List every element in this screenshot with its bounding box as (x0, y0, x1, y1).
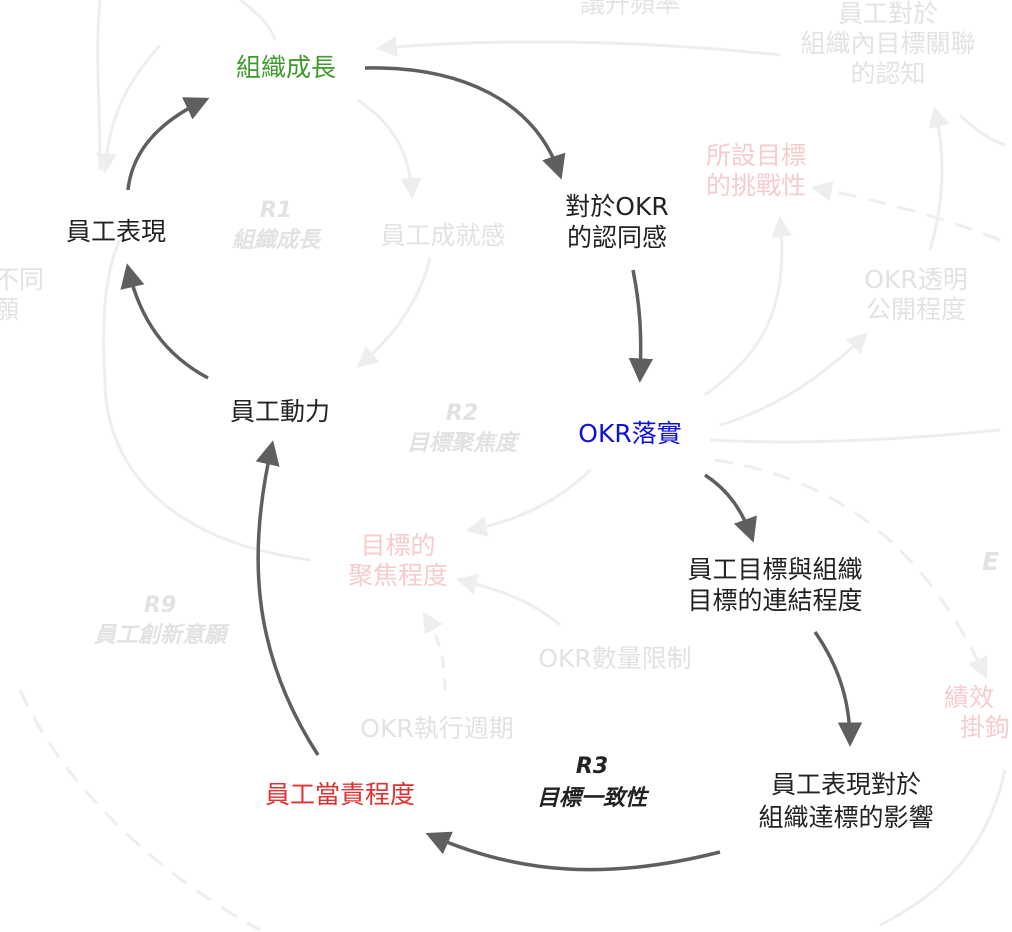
loop-labels: R1 組織成長 R2 目標聚焦度 R9 員工創新意願 R3 目標一致性 (93, 198, 650, 811)
loop-r1-name: 組織成長 (232, 227, 322, 253)
loop-r9-id: R9 (144, 593, 176, 618)
link-count-limit-to-focus (455, 573, 561, 627)
node-goal-link-line1: 員工目標與組織 (687, 555, 862, 584)
node-right-cut-e: E (982, 547, 999, 576)
link-challenge-dashed (810, 180, 1001, 242)
main-links (120, 66, 863, 872)
node-okr-count-limit: OKR數量限制 (538, 644, 691, 673)
node-challenge-line1: 所設目標 (706, 141, 806, 170)
link-org-growth-to-okr-identity (364, 66, 566, 180)
link-left-arc-top (95, 44, 162, 175)
link-bottom-right-arc (879, 769, 1007, 927)
node-top-cut: 議升頻率 (580, 0, 680, 18)
link-okr-to-transparency (719, 332, 868, 427)
link-okr-to-kpi-dashed (714, 458, 988, 679)
link-top-cut-arc (239, 0, 277, 41)
node-awareness-line1: 員工對於 (838, 0, 938, 28)
node-left-cut-line1: 不同 (0, 265, 44, 294)
node-focus-line1: 目標的 (360, 531, 435, 560)
loop-r2-name: 目標聚焦度 (407, 430, 521, 456)
loop-r3-id: R3 (576, 754, 608, 779)
loop-r9-name: 員工創新意願 (93, 622, 230, 648)
link-left-outer-arc (102, 239, 311, 562)
node-perf-impact-line2: 組織達標的影響 (758, 803, 933, 832)
link-performance-to-org-growth (126, 97, 210, 191)
link-motivation-to-performance (120, 263, 209, 380)
link-okr-to-challenge (704, 215, 793, 397)
link-cycle-to-focus (422, 611, 447, 691)
link-bottom-left-dashed (18, 689, 261, 932)
node-okr-identity-line2: 的認同感 (567, 223, 667, 252)
node-okr-identity-line1: 對於OKR (565, 192, 668, 221)
loop-r1-id: R1 (260, 198, 292, 223)
node-performance: 員工表現 (66, 217, 166, 246)
link-top-right-arc (958, 113, 1006, 147)
link-awareness-to-org-growth (375, 36, 781, 58)
node-kpi-line2: 掛鉤 (960, 713, 1010, 742)
node-achievement: 員工成就感 (380, 221, 505, 250)
node-focus-line2: 聚焦程度 (348, 561, 448, 590)
faint-node-labels: 員工成就感 OKR數量限制 OKR執行週期 OKR透明 公開程度 員工對於 組織… (0, 0, 999, 743)
link-okr-implementation-to-goal-link (704, 473, 757, 543)
node-left-cut-line2: 願 (0, 295, 19, 324)
pink-node-labels: 所設目標 的挑戰性 目標的 聚焦程度 績效 掛鉤 (348, 141, 1010, 742)
link-perf-impact-to-accountability (425, 831, 721, 872)
node-org-growth: 組織成長 (236, 53, 336, 82)
node-motivation: 員工動力 (230, 397, 330, 426)
link-goal-link-to-perf-impact (813, 630, 863, 747)
node-okr-implementation: OKR落實 (578, 419, 681, 448)
node-okr-cycle: OKR執行週期 (360, 714, 513, 743)
loop-r2-id: R2 (446, 401, 478, 426)
link-accountability-to-motivation (255, 440, 320, 756)
link-top-left-arc (96, 0, 102, 171)
link-okr-to-right-edge (709, 428, 1001, 444)
node-challenge-line2: 的挑戰性 (706, 171, 806, 200)
background-links (18, 0, 1007, 932)
link-okr-to-focus (465, 468, 592, 537)
node-accountability: 員工當責程度 (265, 780, 415, 809)
link-achievement-to-motivation (356, 257, 432, 368)
node-transparency-line1: OKR透明 (864, 265, 967, 294)
node-awareness-line2: 組織內目標關聯 (800, 29, 975, 58)
link-okr-identity-to-okr-implementation (628, 269, 654, 383)
link-org-growth-to-achievement (357, 98, 422, 200)
node-transparency-line2: 公開程度 (866, 295, 966, 324)
node-perf-impact-line1: 員工表現對於 (771, 770, 921, 799)
link-transparency-to-awareness (928, 105, 950, 251)
main-node-labels: 組織成長 對於OKR 的認同感 OKR落實 員工目標與組織 目標的連結程度 員工… (66, 53, 934, 832)
loop-r3-name: 目標一致性 (537, 786, 650, 811)
node-goal-link-line2: 目標的連結程度 (687, 586, 862, 615)
node-kpi-line1: 績效 (944, 683, 994, 712)
node-awareness-line3: 的認知 (850, 59, 925, 88)
